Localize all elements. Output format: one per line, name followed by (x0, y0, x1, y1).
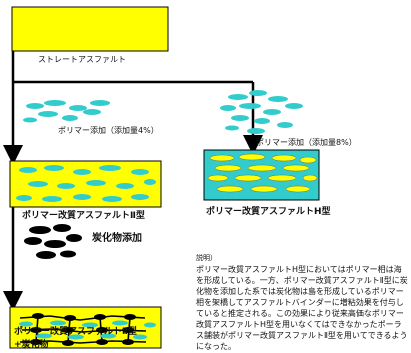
polymer-particles-8pct (220, 90, 303, 134)
type2-particles (16, 165, 156, 202)
polymer-particles-4pct (23, 100, 110, 123)
straight-asphalt-label: ストレートアスファルト (38, 55, 126, 64)
type2-label: ポリマー改質アスファルトⅡ型 (22, 211, 145, 221)
straight-asphalt-box (11, 6, 169, 52)
typeH-label: ポリマー改質アスファルトH型 (206, 207, 331, 217)
polymer-add-8-label: ポリマー添加（添加量8%） (256, 138, 357, 147)
typeH-particles (207, 153, 318, 193)
type2-carbide-label-line1: ポリマー改質アスファルトⅡ型 (14, 327, 137, 337)
description-title: 説明） (196, 254, 217, 262)
carbide-particles (24, 224, 82, 259)
polymer-add-4-label: ポリマー添加（添加量4%） (58, 126, 159, 135)
description-text: ポリマー改質アスファルトH型においてはポリマー相は海を形成している。一方、ポリマ… (196, 265, 408, 351)
type2-carbide-particles (19, 313, 156, 346)
carbide-add-label: 炭化物添加 (92, 233, 142, 244)
type2-carbide-label-line2: +炭化物 (14, 340, 49, 350)
